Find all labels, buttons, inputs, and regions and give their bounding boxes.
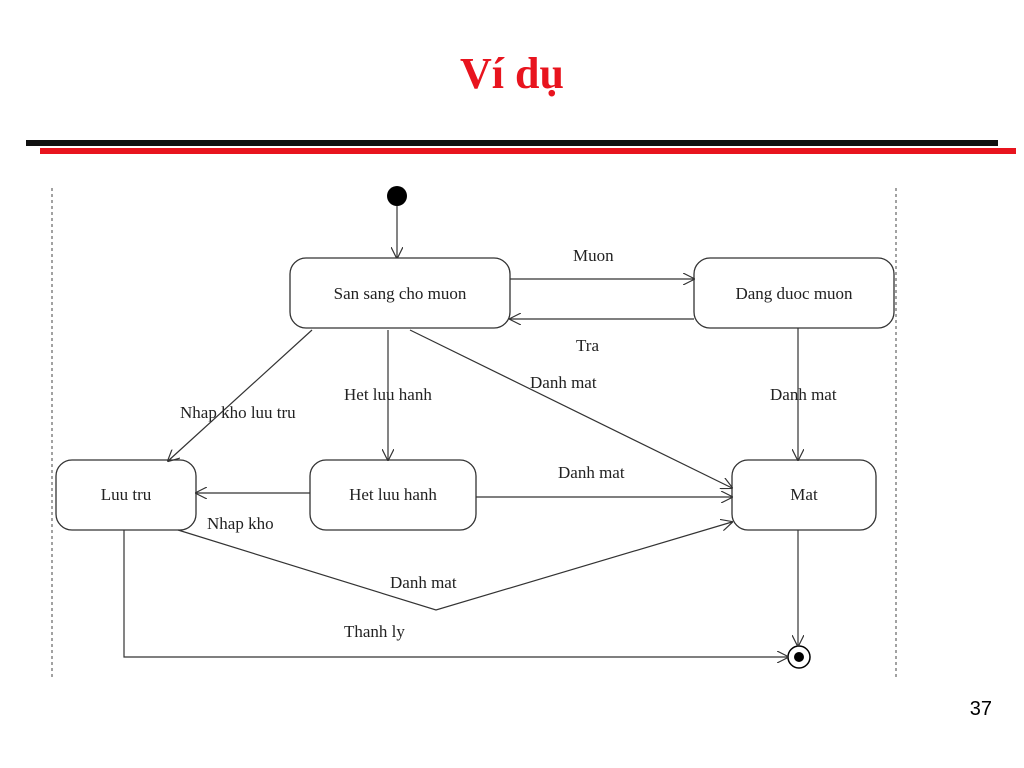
label-thanh-ly: Thanh ly [344, 622, 405, 641]
state-label: Luu tru [101, 485, 152, 504]
label-danh-mat-from-dang-duoc-muon: Danh mat [770, 385, 837, 404]
state-label: San sang cho muon [334, 284, 467, 303]
state-mat: Mat [731, 459, 877, 531]
label-nhap-kho-luu-tru: Nhap kho luu tru [180, 403, 296, 422]
slide-title: Ví dụ [460, 49, 564, 98]
label-het-luu-hanh: Het luu hanh [344, 385, 432, 404]
final-state [787, 645, 811, 669]
state-label: Mat [790, 485, 818, 504]
transition-thanh-ly [123, 530, 788, 657]
label-danh-mat-from-luu-tru: Danh mat [390, 573, 457, 592]
transition-danh-mat-from-luu-tru [177, 522, 732, 611]
state-luu-tru: Luu tru [55, 459, 197, 531]
label-danh-mat-from-san-sang: Danh mat [530, 373, 597, 392]
title-rule-red [40, 148, 1016, 154]
state-label: Dang duoc muon [735, 284, 853, 303]
page-number: 37 [969, 698, 992, 720]
state-san-sang-cho-muon: San sang cho muon [289, 257, 511, 329]
label-danh-mat-from-het-luu-hanh: Danh mat [558, 463, 625, 482]
transition-danh-mat-from-san-sang [409, 329, 732, 488]
state-dang-duoc-muon: Dang duoc muon [693, 257, 895, 329]
state-het-luu-hanh: Het luu hanh [309, 459, 477, 531]
label-nhap-kho: Nhap kho [207, 514, 274, 533]
initial-state [387, 186, 407, 206]
label-tra: Tra [576, 336, 599, 355]
title-rule-dark [26, 140, 998, 146]
state-label: Het luu hanh [349, 485, 437, 504]
label-muon: Muon [573, 246, 614, 265]
transition-nhap-kho-luu-tru [168, 329, 313, 461]
